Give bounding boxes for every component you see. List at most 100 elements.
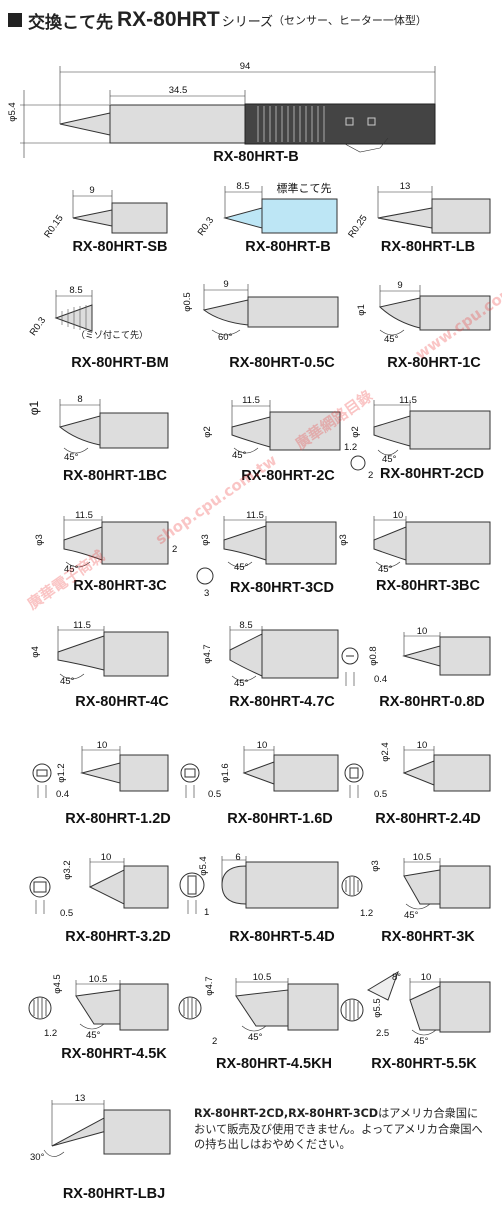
main-tip-shank — [109, 104, 246, 144]
main-tip-heater — [244, 103, 436, 145]
main-tip-grip-lines — [257, 106, 325, 142]
svg-text:10: 10 — [97, 740, 108, 751]
main-dim-dia: φ5.4 — [7, 102, 18, 121]
svg-text:RX-80HRT-4.7C: RX-80HRT-4.7C — [229, 694, 335, 710]
svg-text:φ2.4: φ2.4 — [380, 742, 391, 761]
tip-drawing-2-4d — [344, 746, 491, 798]
tip-drawing-1bc — [58, 399, 169, 454]
svg-text:9: 9 — [397, 280, 402, 291]
svg-text:RX-80HRT-LBJ: RX-80HRT-LBJ — [63, 1186, 165, 1202]
header-title: 交換こて先 — [28, 12, 113, 33]
svg-text:45°: 45° — [64, 452, 79, 463]
svg-text:10.5: 10.5 — [413, 852, 432, 863]
svg-text:φ1.2: φ1.2 — [56, 763, 67, 782]
svg-text:11.5: 11.5 — [73, 620, 91, 631]
svg-text:1.2: 1.2 — [360, 908, 373, 919]
svg-text:RX-80HRT-1BC: RX-80HRT-1BC — [63, 468, 167, 484]
svg-text:φ4.7: φ4.7 — [202, 644, 213, 663]
svg-text:RX-80HRT-2.4D: RX-80HRT-2.4D — [375, 811, 481, 827]
svg-text:RX-80HRT-4C: RX-80HRT-4C — [75, 694, 169, 710]
svg-text:8.5: 8.5 — [239, 620, 252, 631]
svg-text:10: 10 — [417, 740, 428, 751]
svg-text:RX-80HRT-3K: RX-80HRT-3K — [381, 929, 475, 945]
svg-text:RX-80HRT-1C: RX-80HRT-1C — [387, 355, 481, 371]
tip-drawing-3k — [341, 858, 491, 910]
svg-text:45°: 45° — [234, 562, 249, 573]
svg-text:RX-80HRT-3CD: RX-80HRT-3CD — [230, 580, 334, 596]
svg-text:8.5: 8.5 — [236, 181, 249, 192]
grid-mark-icon — [345, 117, 354, 126]
svg-text:RX-80HRT-3C: RX-80HRT-3C — [73, 578, 167, 594]
svg-text:φ1: φ1 — [27, 400, 41, 415]
svg-text:45°: 45° — [248, 1032, 263, 1043]
svg-text:8°: 8° — [392, 972, 401, 983]
tip-drawing-bm — [54, 290, 93, 332]
header-model: RX-80HRT — [117, 8, 220, 31]
svg-text:RX-80HRT-1.2D: RX-80HRT-1.2D — [65, 811, 171, 827]
svg-text:RX-80HRT-5.4D: RX-80HRT-5.4D — [229, 929, 335, 945]
tip-drawing-3c — [63, 516, 169, 568]
grid-mark-icon — [367, 117, 376, 126]
tip-drawing-3bc — [373, 516, 491, 568]
page-header: 交換こて先 RX-80HRT シリーズ （センサー、ヒーター一体型） — [8, 6, 427, 34]
tip-drawing-3-2d — [29, 858, 169, 914]
svg-text:RX-80HRT-BM: RX-80HRT-BM — [71, 355, 168, 371]
svg-text:φ4.5: φ4.5 — [52, 974, 63, 993]
groove-tip-note: （ミゾ付こて先） — [76, 329, 148, 341]
svg-text:10: 10 — [393, 510, 404, 521]
svg-text:8: 8 — [77, 394, 82, 405]
svg-text:2: 2 — [212, 1036, 217, 1047]
svg-text:45°: 45° — [384, 334, 399, 345]
svg-text:10.5: 10.5 — [89, 974, 108, 985]
svg-text:13: 13 — [75, 1093, 86, 1104]
standard-tip-note: 標準こて先 — [277, 181, 332, 195]
svg-text:10: 10 — [421, 972, 432, 983]
svg-text:φ0.5: φ0.5 — [182, 292, 193, 311]
tip-drawing-lbj — [43, 1100, 171, 1157]
tip-drawing-b — [223, 186, 338, 234]
svg-text:6: 6 — [235, 852, 240, 863]
svg-text:RX-80HRT-1.6D: RX-80HRT-1.6D — [227, 811, 333, 827]
svg-text:10.5: 10.5 — [253, 972, 272, 983]
svg-text:2.5: 2.5 — [376, 1028, 389, 1039]
svg-text:0.5: 0.5 — [208, 789, 221, 800]
svg-text:RX-80HRT-4.5KH: RX-80HRT-4.5KH — [216, 1056, 332, 1072]
footnote-text: はアメリカ合衆国において販売及び使用できません。よってアメリカ合衆国への持ち出し… — [194, 1107, 483, 1151]
tip-drawing-1-6d — [180, 746, 339, 798]
svg-text:45°: 45° — [86, 1030, 101, 1041]
svg-text:RX-80HRT-LB: RX-80HRT-LB — [381, 239, 475, 255]
svg-text:φ1: φ1 — [356, 304, 367, 315]
svg-text:φ3: φ3 — [200, 534, 211, 545]
svg-text:10: 10 — [101, 852, 112, 863]
tip-drawing-5-4d — [179, 856, 339, 914]
svg-text:R0.3: R0.3 — [28, 315, 49, 338]
square-bullet-icon — [8, 13, 22, 27]
svg-text:10: 10 — [257, 740, 268, 751]
tip-drawing-1-2d — [32, 746, 169, 798]
main-tip-label: RX-80HRT-B — [213, 149, 298, 165]
svg-text:φ4: φ4 — [30, 646, 41, 657]
svg-text:φ3: φ3 — [370, 860, 381, 871]
tip-drawing-3cd — [196, 516, 337, 585]
svg-text:0.4: 0.4 — [56, 789, 69, 800]
tip-drawing-5-5k — [340, 970, 491, 1036]
svg-text:φ5.5: φ5.5 — [372, 998, 383, 1017]
svg-text:45°: 45° — [234, 678, 249, 689]
tip-drawing-4-5kh — [178, 978, 339, 1032]
tip-drawing-1c — [378, 285, 491, 336]
svg-text:11.5: 11.5 — [246, 510, 264, 521]
svg-text:45°: 45° — [60, 676, 75, 687]
svg-text:8.5: 8.5 — [69, 285, 82, 296]
footnote: RX-80HRT-2CD,RX-80HRT-3CDはアメリカ合衆国において販売及… — [194, 1106, 486, 1153]
tip-drawing-2c — [231, 400, 341, 454]
svg-text:0.4: 0.4 — [374, 674, 387, 685]
main-dim-shank: 34.5 — [169, 85, 188, 96]
svg-text:R0.15: R0.15 — [42, 213, 66, 240]
svg-text:45°: 45° — [382, 454, 397, 465]
svg-text:45°: 45° — [414, 1036, 429, 1047]
tip-drawing-0-5c — [202, 284, 339, 336]
tip-label: RX-80HRT-SB — [72, 239, 167, 255]
header-suffix: シリーズ — [221, 14, 274, 30]
svg-text:11.5: 11.5 — [75, 510, 93, 521]
footnote-models: RX-80HRT-2CD,RX-80HRT-3CD — [194, 1107, 379, 1120]
